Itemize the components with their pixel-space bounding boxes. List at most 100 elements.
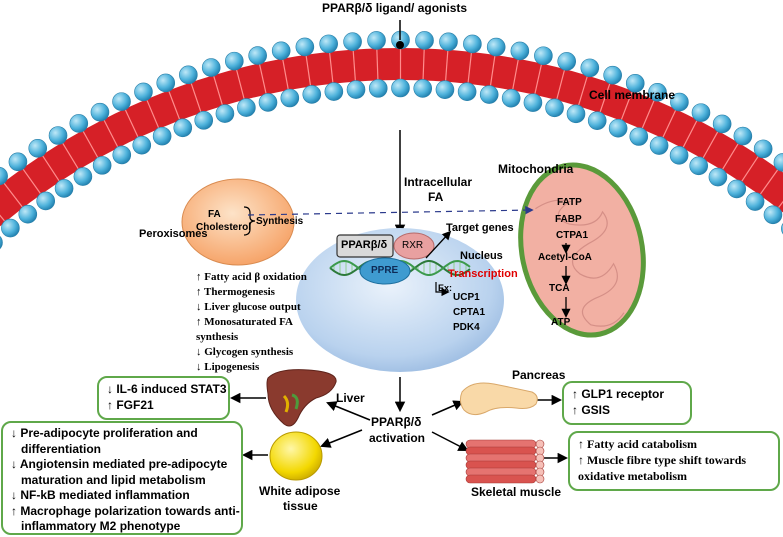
membrane-tail bbox=[777, 200, 783, 209]
membrane-tail bbox=[641, 100, 655, 129]
ligand-dot bbox=[396, 41, 404, 49]
membrane-head bbox=[367, 31, 386, 50]
membrane-head bbox=[0, 235, 3, 250]
membrane-head bbox=[501, 88, 521, 108]
membrane-head bbox=[112, 145, 132, 165]
membrane-head bbox=[669, 146, 689, 165]
membrane-head bbox=[435, 80, 455, 99]
membrane-head bbox=[69, 114, 89, 133]
muscle-effects-box: ↑ Fatty acid catabolism ↑ Muscle fibre t… bbox=[568, 431, 780, 491]
fa-to-mitochondria-arrow bbox=[247, 205, 534, 216]
mitochondria-step: Acetyl-CoA bbox=[538, 252, 592, 263]
membrane-head bbox=[603, 65, 622, 85]
ex-bracket bbox=[435, 282, 450, 297]
membrane-head bbox=[557, 52, 577, 71]
muscle-effect: ↑ Fatty acid catabolism bbox=[578, 437, 697, 451]
membrane-head bbox=[753, 139, 773, 159]
membrane-head bbox=[763, 205, 783, 225]
membrane-head bbox=[608, 118, 628, 138]
liver-title: Liver bbox=[336, 391, 365, 405]
membrane-tail bbox=[103, 119, 119, 148]
effect-item: synthesis bbox=[196, 331, 239, 343]
effect-item: ↑ Thermogenesis bbox=[196, 286, 275, 298]
membrane-head bbox=[343, 32, 362, 52]
membrane-tail bbox=[82, 131, 99, 158]
mitochondria-step: TCA bbox=[549, 283, 570, 294]
membrane-tail bbox=[422, 49, 425, 80]
activation-label-line1: PPARβ/δ bbox=[371, 415, 422, 429]
membrane-tail bbox=[146, 99, 160, 129]
target-genes-label: Target genes bbox=[446, 222, 514, 234]
membrane-head bbox=[745, 192, 765, 211]
peroxisome-fa-label: FA bbox=[208, 209, 221, 220]
activation-to-pancreas-arrow bbox=[431, 400, 464, 416]
membrane-head bbox=[346, 80, 366, 99]
peroxisomes-title: Peroxisomes bbox=[139, 228, 208, 240]
adipose-effect: ↓ NF-kB mediated inflammation bbox=[11, 488, 190, 502]
activation-label-line2: activation bbox=[369, 431, 426, 445]
membrane-tail bbox=[489, 55, 496, 86]
membrane-head bbox=[271, 41, 291, 61]
membrane-head bbox=[1, 218, 20, 238]
membrane-head bbox=[302, 85, 322, 104]
membrane-head bbox=[28, 139, 48, 158]
membrane-tail bbox=[213, 76, 223, 106]
pancreas-effect: ↑ GLP1 receptor bbox=[572, 387, 665, 401]
activation-to-liver-arrow bbox=[326, 401, 371, 421]
membrane-tail bbox=[0, 214, 6, 222]
muscle-effect: oxidative metabolism bbox=[578, 469, 687, 483]
membrane-tail bbox=[235, 69, 245, 100]
membrane-head bbox=[18, 204, 38, 224]
adipose-effect: inflammatory M2 phenotype bbox=[21, 519, 181, 533]
membrane-head bbox=[258, 93, 278, 112]
effect-item: ↓ Lipogenesis bbox=[196, 361, 260, 373]
membrane-head bbox=[73, 167, 93, 186]
membrane-head bbox=[439, 32, 458, 52]
adipose-effect: ↓ Pre-adipocyte proliferation and bbox=[11, 426, 198, 440]
ligand-label: PPARβ/δ ligand/ agonists bbox=[322, 1, 468, 15]
liver-effect: ↓ IL-6 induced STAT3 bbox=[107, 382, 227, 396]
effect-item: ↓ Liver glucose output bbox=[196, 301, 301, 313]
membrane-tail bbox=[512, 59, 519, 90]
membrane-head bbox=[648, 83, 667, 102]
white-adipose-title-line2: tissue bbox=[283, 499, 318, 513]
activation-to-adipose-arrow bbox=[320, 429, 363, 448]
effect-item: ↑ Fatty acid β oxidation bbox=[196, 271, 307, 283]
membrane-tail bbox=[22, 168, 41, 194]
gene-ucp1: UCP1 bbox=[453, 292, 480, 303]
membrane-tail bbox=[702, 131, 719, 159]
membrane-head bbox=[587, 111, 607, 130]
membrane-head bbox=[479, 85, 499, 104]
membrane-head bbox=[649, 136, 669, 155]
gene-pdk4: PDK4 bbox=[453, 322, 480, 333]
mitochondria-step: FATP bbox=[557, 197, 582, 208]
membrane-tail bbox=[662, 109, 677, 138]
membrane-head bbox=[295, 37, 315, 57]
mitochondria-title: Mitochondria bbox=[498, 162, 574, 176]
ppre-oval bbox=[359, 257, 411, 285]
target-genes-arrow bbox=[425, 230, 452, 259]
peroxisome bbox=[181, 178, 295, 266]
skeletal-muscle-title: Skeletal muscle bbox=[471, 485, 562, 499]
membrane-tail bbox=[722, 143, 739, 170]
membrane-tail bbox=[352, 50, 356, 81]
pancreas-title: Pancreas bbox=[512, 368, 566, 382]
activation-to-muscle-arrow bbox=[431, 431, 469, 451]
muscle-fiber-end bbox=[535, 474, 545, 484]
membrane-tail bbox=[534, 64, 543, 94]
membrane-head bbox=[48, 126, 68, 145]
membrane-head bbox=[733, 126, 753, 146]
membrane-tail bbox=[599, 83, 611, 113]
membrane-head bbox=[324, 82, 344, 101]
membrane-head bbox=[36, 191, 56, 211]
membrane-tail bbox=[168, 91, 181, 120]
rxr-oval bbox=[393, 232, 435, 260]
nucleus-title: Nucleus bbox=[460, 250, 503, 262]
liver-effects-box: ↓ IL-6 induced STAT3 ↑ FGF21 bbox=[97, 376, 230, 420]
fa-label: FA bbox=[428, 190, 444, 204]
peroxisome-bracket bbox=[243, 206, 256, 236]
adipose-effect: ↓ Angiotensin mediated pre-adipocyte bbox=[11, 457, 228, 471]
membrane-head bbox=[280, 88, 300, 108]
membrane-head bbox=[463, 34, 482, 54]
